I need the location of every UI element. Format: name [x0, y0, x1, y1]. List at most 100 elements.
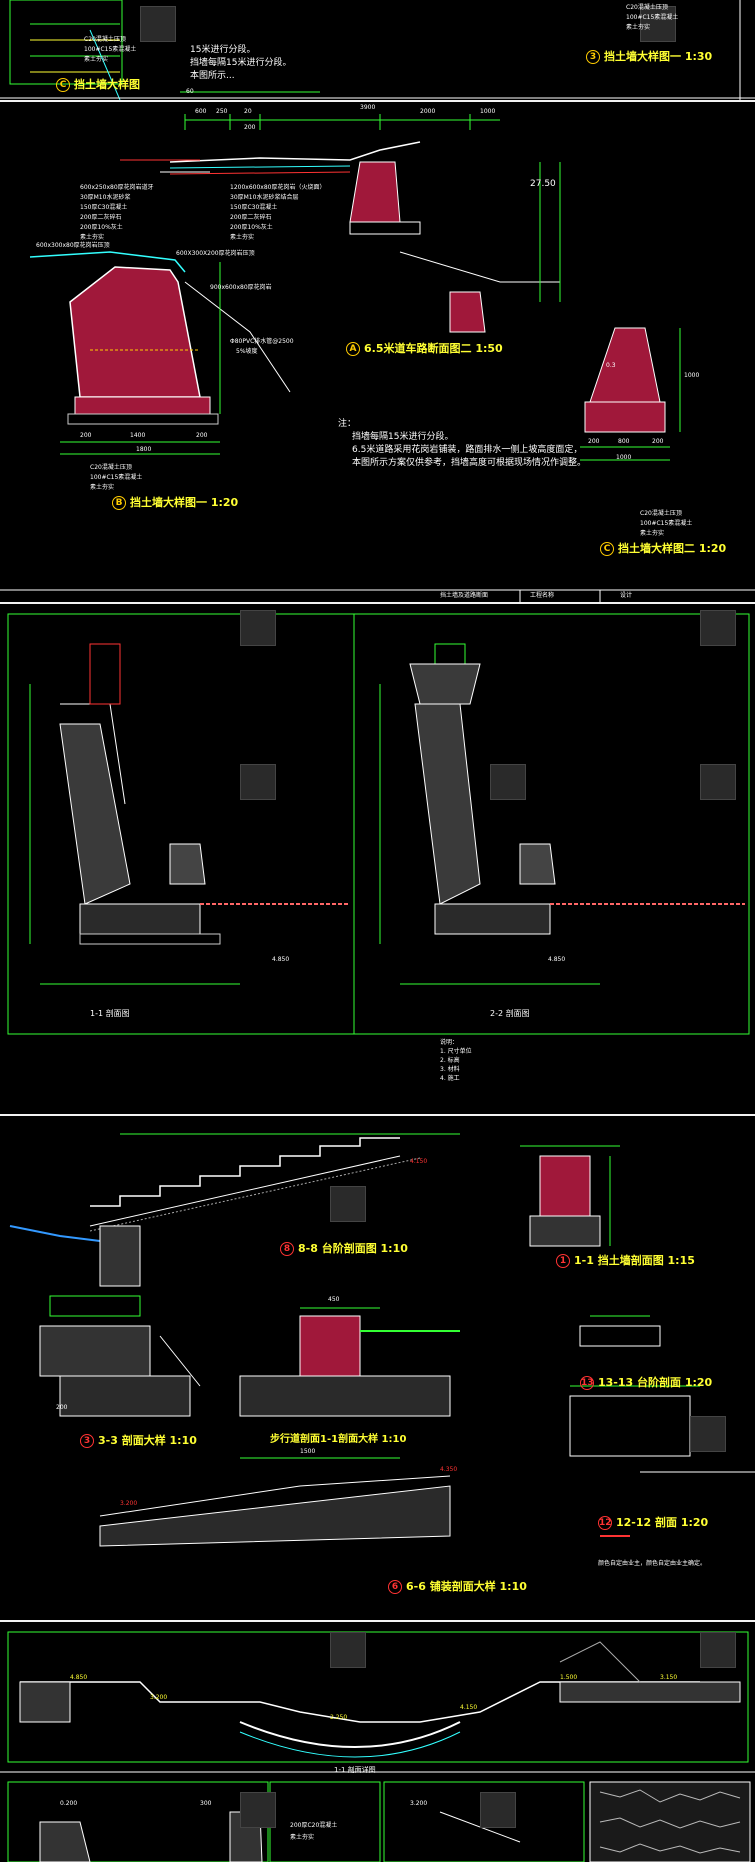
wall-material: C20混凝土压顶 — [90, 464, 132, 471]
label-c15: 100#C15素混凝土 — [84, 46, 137, 53]
drawing-sheet-1: C20混凝土压顶 100#C15素混凝土 素土夯实 15米进行分段。 挡墙每隔1… — [0, 0, 755, 100]
layer-label: 150厚C30混凝土 — [80, 204, 128, 211]
section-title-mid: 步行道剖面1-1剖面大样 1:10 — [270, 1434, 407, 1445]
elevation-label: 3.200 — [120, 1500, 138, 1507]
title-text: 1-1 挡土墙剖面图 1:15 — [574, 1254, 695, 1267]
detail-circle: 3 — [80, 1434, 94, 1448]
wall-dim: 200 — [80, 432, 92, 439]
layer-label: 600x250x80厚花岗岩道牙 — [80, 184, 154, 191]
detail-circle: C — [600, 542, 614, 556]
small-note: 100#C15素混凝土 — [626, 14, 679, 21]
sheet-divider — [0, 100, 755, 102]
small-wall-dim: 1000 — [616, 454, 632, 461]
sheet-3-linework — [7, 613, 750, 1035]
title-text: 12-12 剖面 1:20 — [616, 1516, 709, 1529]
title-block-cell: 工程名称 — [530, 592, 555, 599]
detail-circle: 8 — [280, 1242, 294, 1256]
sheet-divider — [0, 1114, 755, 1116]
watermark-thumbnail — [240, 1792, 276, 1828]
watermark-thumbnail — [490, 764, 526, 800]
top-dim: 200 — [244, 124, 256, 131]
layer-label: 200厚10%灰土 — [80, 224, 123, 231]
wall-label: 600X300X200厚花岗岩压顶 — [176, 250, 255, 257]
wall-material: 素土夯实 — [90, 484, 115, 491]
layer-label: 30厚M10水泥砂浆结合层 — [230, 194, 299, 201]
watermark-thumbnail — [700, 610, 736, 646]
elevation-label: 27.50 — [530, 179, 556, 189]
label-base: 素土夯实 — [84, 56, 109, 63]
bottom-label: 0.200 — [60, 1800, 78, 1807]
layer-label: 150厚C30混凝土 — [230, 204, 278, 211]
wall-material: 100#C15素混凝土 — [90, 474, 143, 481]
bottom-note: 颜色自定由业主，颜色自定由业主确定。 — [598, 1560, 707, 1567]
top-dim: 600 — [195, 108, 207, 115]
note-line: 本图所示... — [190, 71, 235, 81]
sheet-4-linework — [9, 1133, 755, 1547]
drawing-sheet-3: 4.850 4.850 1-1 剖面图 2-2 剖面图 说明： 1. 尺寸单位 … — [0, 604, 755, 1114]
title-text: 挡土墙大样图一 1:30 — [604, 50, 713, 63]
sheet-5-linework — [0, 1631, 755, 1862]
layer-label: 200厚二灰碎石 — [230, 214, 272, 221]
watermark-thumbnail — [480, 1792, 516, 1828]
wall-label: 900x600x80厚花岗岩 — [210, 284, 272, 291]
layer-label: 200厚二灰碎石 — [80, 214, 122, 221]
elevation-label: 4.850 — [548, 956, 566, 963]
title-text: 6.5米道车路断面图二 1:50 — [364, 342, 503, 355]
detail-circle: 12 — [598, 1516, 612, 1530]
small-material: C20混凝土压顶 — [640, 510, 682, 517]
small-note: 素土夯实 — [626, 24, 651, 31]
elevation-label: 1.500 — [560, 1674, 578, 1681]
elevation-label: 4.150 — [460, 1704, 478, 1711]
wall-label: Φ80PVC排水管@2500 — [230, 338, 294, 345]
elevation-label: 3.150 — [660, 1674, 678, 1681]
dim-label: 450 — [328, 1296, 340, 1303]
top-dim: 2000 — [420, 108, 436, 115]
sheet-divider — [0, 602, 755, 604]
note-line: 本图所示方案仅供参考，挡墙高度可根据现场情况作调整。 — [352, 458, 587, 468]
watermark-thumbnail — [240, 610, 276, 646]
bottom-label: 素土夯实 — [290, 1834, 315, 1841]
small-material: 100#C15素混凝土 — [640, 520, 693, 527]
notes-heading: 注： — [338, 419, 357, 429]
detail-circle: 13 — [580, 1376, 594, 1390]
title-text: 挡土墙大样图一 1:20 — [130, 496, 239, 509]
watermark-thumbnail — [700, 764, 736, 800]
elevation-label: 3.200 — [150, 1694, 168, 1701]
wall-dim: 1400 — [130, 432, 146, 439]
layer-label: 1200x600x80厚花岗岩（火烧面） — [230, 184, 326, 191]
notes-block: 说明： 1. 尺寸单位 2. 标高 3. 材料 4. 施工 — [440, 1038, 472, 1083]
title-text: 挡土墙大样图 — [74, 78, 140, 91]
watermark-thumbnail — [240, 764, 276, 800]
layer-label: 30厚M10水泥砂浆 — [80, 194, 131, 201]
section-title-a: A 6.5米道车路断面图二 1:50 — [346, 342, 503, 356]
note-line: 挡墙每隔15米进行分段。 — [352, 432, 454, 442]
small-material: 素土夯实 — [640, 530, 665, 537]
bottom-label: 3.200 — [410, 1800, 428, 1807]
section-title-2: 2-2 剖面图 — [490, 1009, 530, 1018]
drawing-sheet-5: 1-1 剖面详图 4.850 3.200 2.250 4.150 1.500 3… — [0, 1622, 755, 1862]
detail-circle: 1 — [556, 1254, 570, 1268]
small-wall-dim: 800 — [618, 438, 630, 445]
title-text: 6-6 铺装剖面大样 1:10 — [406, 1580, 527, 1593]
note-line: 说明： — [440, 1039, 459, 1046]
layer-label: 200厚10%灰土 — [230, 224, 273, 231]
note-block: 15米进行分段。 挡墙每隔15米进行分段。 本图所示... — [190, 44, 291, 83]
section-title-1: 1-1 剖面图 — [90, 1009, 130, 1018]
wall-dim: 200 — [196, 432, 208, 439]
elevation-label: 4.850 — [70, 1674, 88, 1681]
detail-circle: A — [346, 342, 360, 356]
dim-label: 200 — [56, 1404, 68, 1411]
bottom-label: 300 — [200, 1800, 212, 1807]
dim-60: 60 — [186, 88, 194, 95]
watermark-thumbnail — [690, 1416, 726, 1452]
wall-dim: 1800 — [136, 446, 152, 453]
watermark-thumbnail — [700, 1632, 736, 1668]
dim-label: 1500 — [300, 1448, 316, 1455]
